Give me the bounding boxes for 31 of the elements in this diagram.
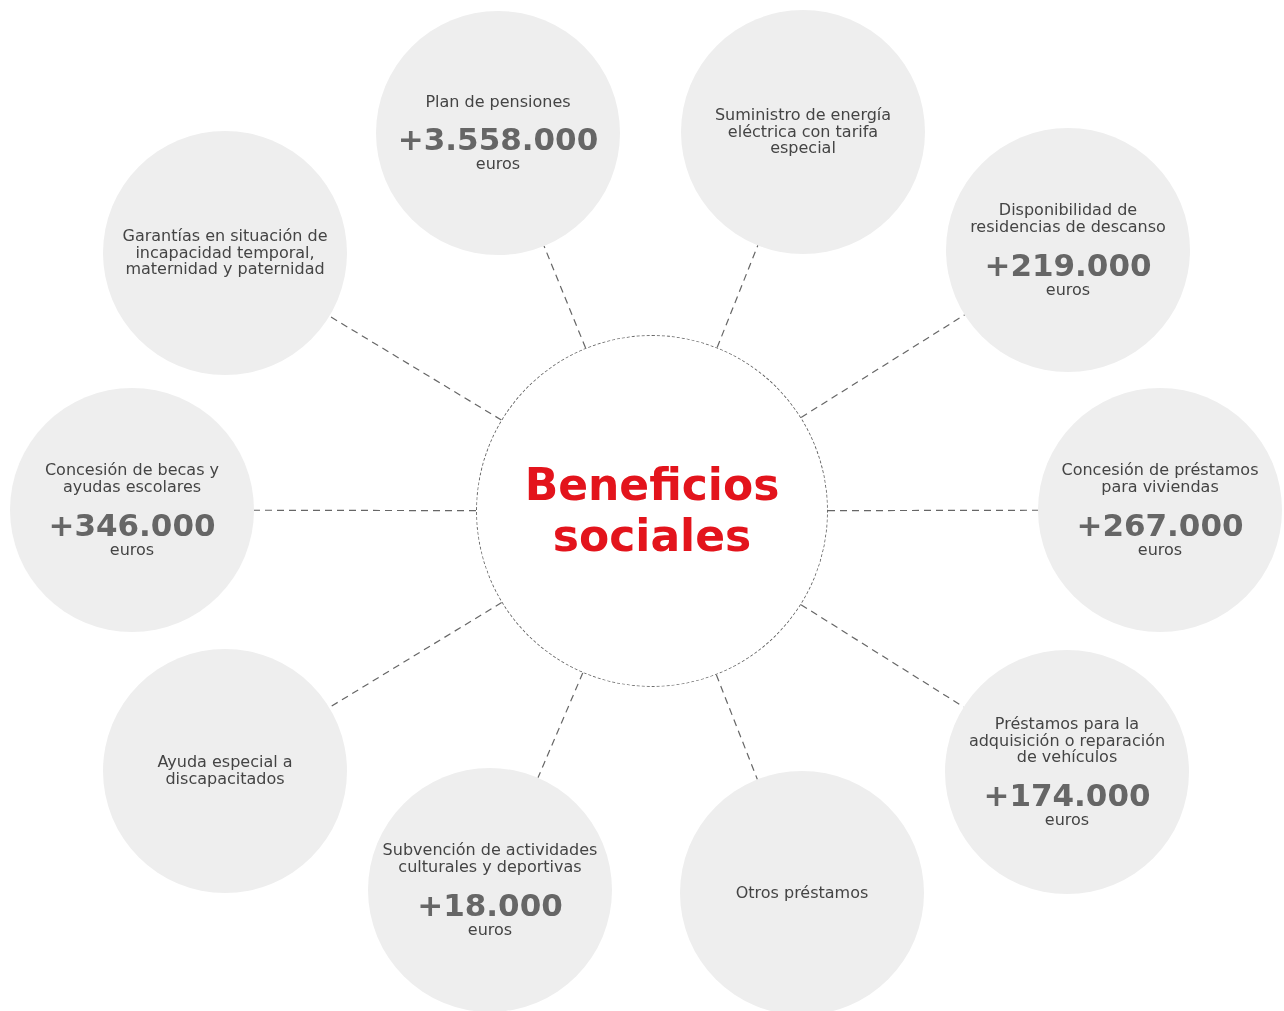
central-title: Beneficios sociales [523, 460, 781, 562]
dashed-connector [328, 315, 502, 421]
benefit-label: Otros préstamos [735, 884, 869, 902]
currency-unit: euros [109, 541, 155, 558]
currency-unit: euros [475, 156, 521, 173]
benefit-label: Plan de pensiones [425, 93, 571, 111]
benefit-label: Ayuda especial a discapacitados [156, 754, 294, 788]
amount-value: +267.000 [1076, 507, 1244, 542]
dashed-connector [543, 245, 587, 349]
amount-value: +346.000 [48, 507, 216, 542]
dashed-connector [716, 244, 759, 349]
dashed-connector [827, 509, 1039, 512]
dashed-connector [715, 674, 758, 781]
benefit-label: Concesión de préstamos para viviendas [1060, 462, 1260, 496]
benefit-label: Garantías en situación de incapacidad temporal, maternidad y paternidad [121, 227, 329, 279]
currency-unit: euros [1044, 812, 1090, 829]
amount-value: +174.000 [983, 778, 1151, 813]
dashed-connector [253, 509, 477, 512]
dashed-connector [537, 672, 584, 779]
benefit-label: Subvención de actividades culturales y deportivas [382, 842, 598, 876]
benefit-label: Suministro de energía eléctrica con tarifa especial [713, 106, 893, 158]
currency-unit: euros [1137, 541, 1183, 558]
benefit-label: Préstamos para la adquisición o reparación de vehículos [967, 715, 1167, 767]
benefit-label: Concesión de becas y ayudas escolares [43, 462, 221, 496]
dashed-connector [328, 601, 503, 709]
currency-unit: euros [467, 921, 513, 938]
amount-value: +3.558.000 [397, 122, 599, 157]
benefit-label: Disponibilidad de residencias de descanso [969, 202, 1167, 236]
currency-unit: euros [1045, 281, 1091, 298]
amount-value: +219.000 [984, 247, 1152, 282]
amount-value: +18.000 [417, 887, 563, 922]
